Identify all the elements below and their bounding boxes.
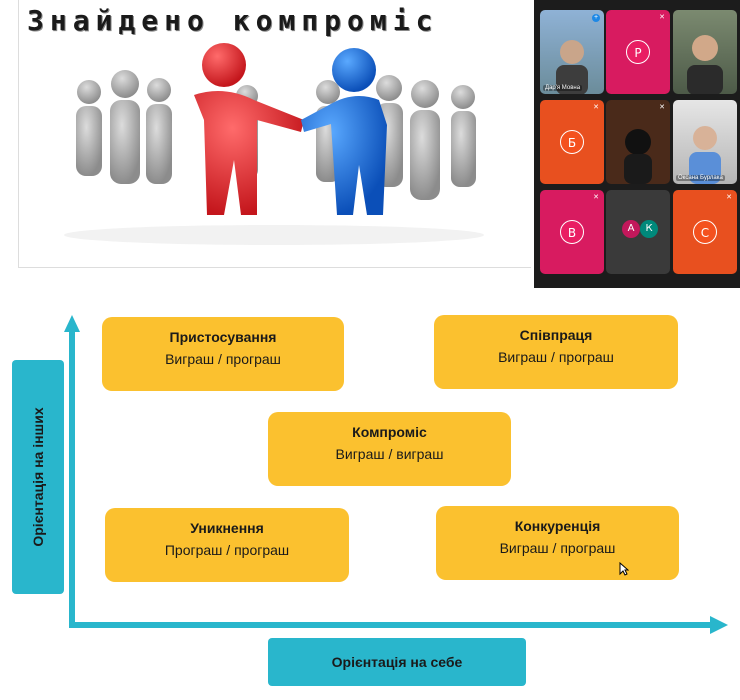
- participant-avatar: К: [640, 220, 658, 238]
- blue-figure: [301, 48, 387, 215]
- mic-muted-icon: ✕: [726, 194, 732, 201]
- x-axis-arrowhead: [710, 616, 728, 634]
- participant-avatar: Б: [560, 130, 584, 154]
- participant-video: [556, 40, 588, 94]
- mic-muted-icon: ✕: [593, 104, 599, 111]
- participant-tile-6[interactable]: Оксана Бурлака: [673, 100, 737, 184]
- participant-name: Оксана Бурлака: [676, 175, 725, 181]
- participant-avatar: А: [622, 220, 640, 238]
- box-title: Уникнення: [190, 520, 264, 536]
- participant-tile-3[interactable]: [673, 10, 737, 94]
- participant-video: [624, 129, 652, 184]
- collaboration-box: Співпраця Виграш / програш: [434, 315, 678, 389]
- participant-avatar: С: [693, 220, 717, 244]
- participant-tile-2[interactable]: ✕ Р: [606, 10, 670, 94]
- competition-box: Конкуренція Виграш / програш: [436, 506, 679, 580]
- y-axis-arrowhead: [64, 315, 80, 332]
- box-title: Співпраця: [519, 327, 593, 343]
- participant-name: Дар'я Мовна: [543, 85, 583, 91]
- gray-figures: [76, 70, 476, 200]
- people-handshake-illustration: [64, 43, 484, 245]
- box-subtitle: Програш / програш: [164, 542, 290, 558]
- box-subtitle: Виграш / програш: [165, 351, 281, 367]
- y-axis-line: [69, 330, 75, 628]
- box-subtitle: Виграш / виграш: [335, 446, 444, 462]
- participant-tile-8[interactable]: А К: [606, 190, 670, 274]
- box-subtitle: Виграш / програш: [499, 540, 616, 556]
- axes: [64, 315, 728, 634]
- mouse-cursor-icon: [619, 562, 629, 576]
- avoidance-box: Уникнення Програш / програш: [105, 508, 349, 582]
- box-title: Пристосування: [169, 329, 277, 345]
- mic-muted-icon: ✕: [593, 194, 599, 201]
- red-figure: [194, 43, 304, 215]
- participant-video: [689, 126, 721, 184]
- pin-icon: +: [592, 14, 600, 22]
- box-subtitle: Виграш / програш: [498, 349, 614, 365]
- participant-tile-5[interactable]: ✕: [606, 100, 670, 184]
- video-call-grid: + Дар'я Мовна ✕ Р ✕ Б ✕ Оксана Бур: [534, 0, 740, 288]
- participant-video: [687, 35, 723, 94]
- participant-avatar: Р: [626, 40, 650, 64]
- participant-tile-4[interactable]: ✕ Б: [540, 100, 604, 184]
- presentation-slide: Знайдено компроміс: [18, 0, 531, 268]
- x-axis-label: Орієнтація на себе: [268, 638, 526, 686]
- compromise-box: Компроміс Виграш / виграш: [268, 412, 511, 486]
- slide-title: Знайдено компроміс: [27, 4, 439, 37]
- participant-tile-1[interactable]: + Дар'я Мовна: [540, 10, 604, 94]
- box-title: Конкуренція: [514, 518, 601, 534]
- mic-muted-icon: ✕: [659, 14, 665, 21]
- mic-muted-icon: ✕: [659, 104, 665, 111]
- participant-avatar: В: [560, 220, 584, 244]
- y-axis-label: Орієнтація на інших: [12, 360, 64, 594]
- participant-tile-7[interactable]: ✕ В: [540, 190, 604, 274]
- participant-tile-9[interactable]: ✕ С: [673, 190, 737, 274]
- x-axis-line: [69, 622, 714, 628]
- box-title: Компроміс: [352, 424, 427, 440]
- accommodation-box: Пристосування Виграш / програш: [102, 317, 344, 391]
